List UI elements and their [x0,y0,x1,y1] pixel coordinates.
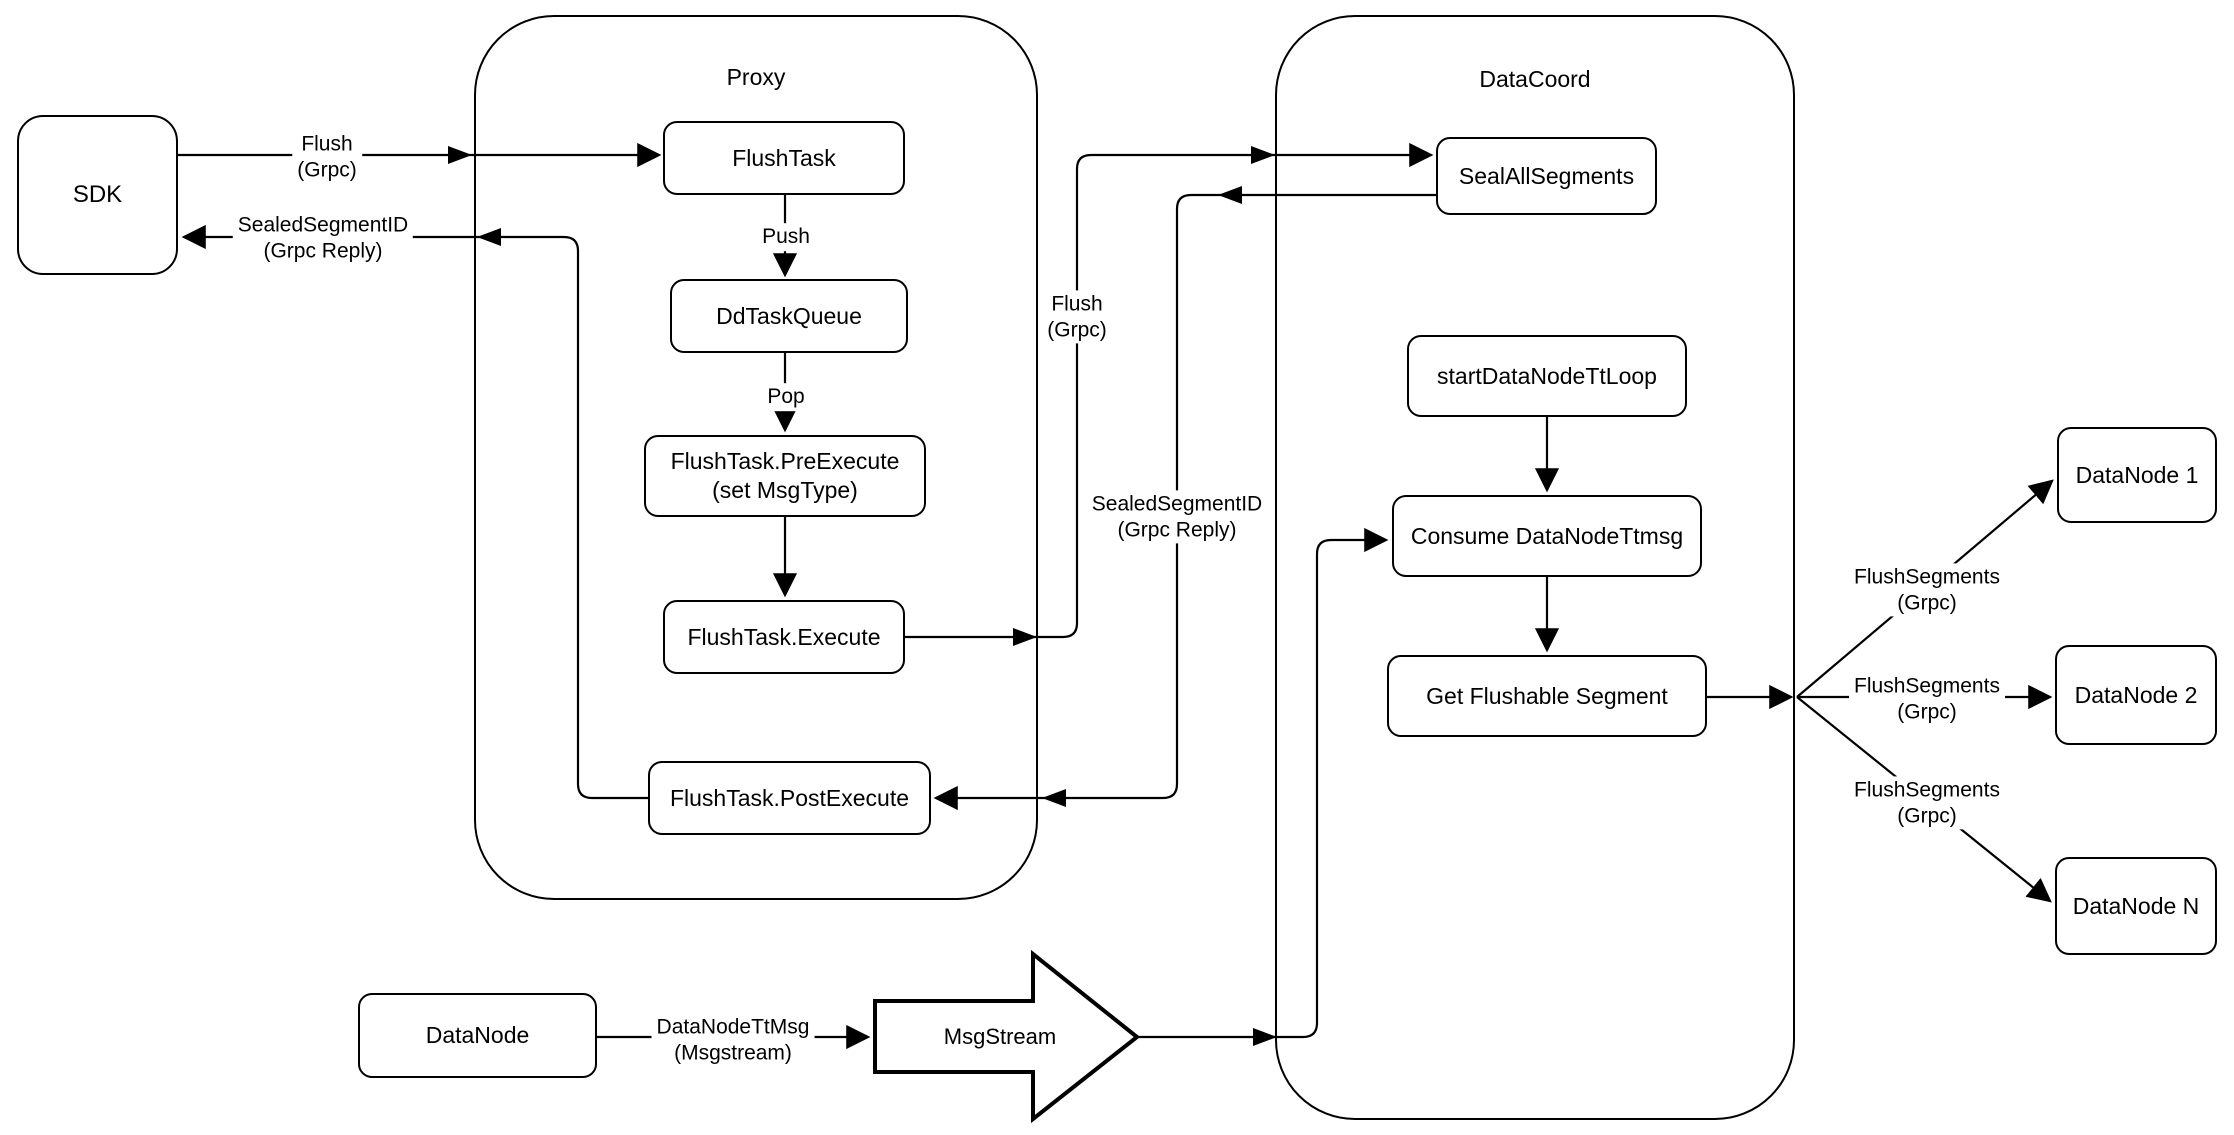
node-sealallsegments-label: SealAllSegments [1458,162,1635,189]
edge-label-flushsegments-1: FlushSegments (Grpc) [1849,563,2005,617]
node-preexecute-sublabel: (set MsgType) [712,477,858,503]
node-sealallsegments: SealAllSegments [1436,137,1657,215]
node-getflushablesegment: Get Flushable Segment [1387,655,1707,737]
node-ddtaskqueue-label: DdTaskQueue [716,302,862,329]
node-startdatanodettloop-label: startDataNodeTtLoop [1437,362,1657,389]
msgstream-label: MsgStream [943,1024,1057,1049]
arrowhead [1042,789,1066,807]
edge-label-line: (Grpc Reply) [1117,518,1237,541]
edge-label-line: (Grpc) [1897,804,1957,827]
edge-sealedsegmentid-to-sdk [181,224,648,800]
edge-msgstream-consume [1137,527,1389,1039]
node-execute: FlushTask.Execute [663,600,905,674]
proxy-container [474,15,1038,900]
edge-label-flush-grpc-sdk: Flush (Grpc) [292,130,362,184]
msgstream-arrow-shape [873,949,1141,1124]
node-preexecute: FlushTask.PreExecute (set MsgType) [644,435,926,517]
node-ddtaskqueue: DdTaskQueue [670,279,908,353]
node-execute-label: FlushTask.Execute [687,623,881,650]
edge-label-line: DataNodeTtMsg [656,1015,810,1039]
node-getflushablesegment-label: Get Flushable Segment [1426,682,1668,709]
edge-label-pop: Pop [762,383,810,411]
edge-label-line: Push [762,225,810,249]
node-datanode-label: DataNode [425,1022,530,1049]
edge-label-flushsegments-2: FlushSegments (Grpc) [1849,672,2005,726]
arrowhead [1013,628,1037,646]
edge-label-line: (Grpc) [1897,700,1957,723]
edge-label-line: SealedSegmentID [237,213,409,237]
edge-label-sealedsegmentid-proxy: SealedSegmentID (Grpc Reply) [1086,490,1268,544]
edge-label-line: (Msgstream) [674,1041,792,1064]
arrowhead [448,146,472,164]
edge-label-line: Pop [767,385,805,409]
arrowhead [1251,146,1275,164]
node-datanode: DataNode [358,993,597,1078]
edge-label-line: SealedSegmentID [1091,492,1263,516]
node-consumedatanodettmsg: Consume DataNodeTtmsg [1392,495,1702,577]
edge-label-flush-grpc-datacoord: Flush (Grpc) [1042,290,1112,344]
edge-label-line: Flush [1051,292,1103,316]
node-flushtask-label: FlushTask [732,144,836,171]
node-datanode1: DataNode 1 [2057,427,2217,523]
node-postexecute-label: FlushTask.PostExecute [669,784,910,811]
node-datanode1-label: DataNode 1 [2075,461,2199,488]
arrowhead [477,228,501,246]
proxy-label: Proxy [726,64,786,90]
node-datanoden-label: DataNode N [2072,892,2200,919]
edge-label-line: FlushSegments [1854,778,2000,802]
edge-label-push: Push [757,223,815,251]
edge-label-line: (Grpc Reply) [263,239,383,262]
node-sdk: SDK [17,115,178,275]
node-consumedatanodettmsg-label: Consume DataNodeTtmsg [1410,522,1684,549]
edge-execute-flush-grpc [905,142,1434,639]
edge-label-line: (Grpc) [1047,318,1107,341]
node-datanode2-label: DataNode 2 [2074,681,2198,708]
edge-label-line: (Grpc) [297,158,357,181]
datacoord-label: DataCoord [1479,66,1591,92]
edge-label-sealedsegmentid-sdk: SealedSegmentID (Grpc Reply) [232,211,414,265]
edge-label-line: (Grpc) [1897,591,1957,614]
arrowhead [1218,186,1242,204]
node-startdatanodettloop: startDataNodeTtLoop [1407,335,1687,417]
node-flushtask: FlushTask [663,121,905,195]
node-postexecute: FlushTask.PostExecute [648,761,931,835]
edge-label-line: Flush [301,132,353,156]
edge-label-datanodettmsg: DataNodeTtMsg (Msgstream) [651,1013,815,1067]
arrowhead [1253,1028,1277,1046]
edge-label-line: FlushSegments [1854,565,2000,589]
datacoord-container [1275,15,1795,1120]
node-sdk-label: SDK [72,181,123,208]
node-datanoden: DataNode N [2055,857,2217,955]
node-datanode2: DataNode 2 [2055,645,2217,745]
node-preexecute-label: FlushTask.PreExecute [670,448,900,475]
edge-label-flushsegments-n: FlushSegments (Grpc) [1849,776,2005,830]
edge-label-line: FlushSegments [1854,674,2000,698]
